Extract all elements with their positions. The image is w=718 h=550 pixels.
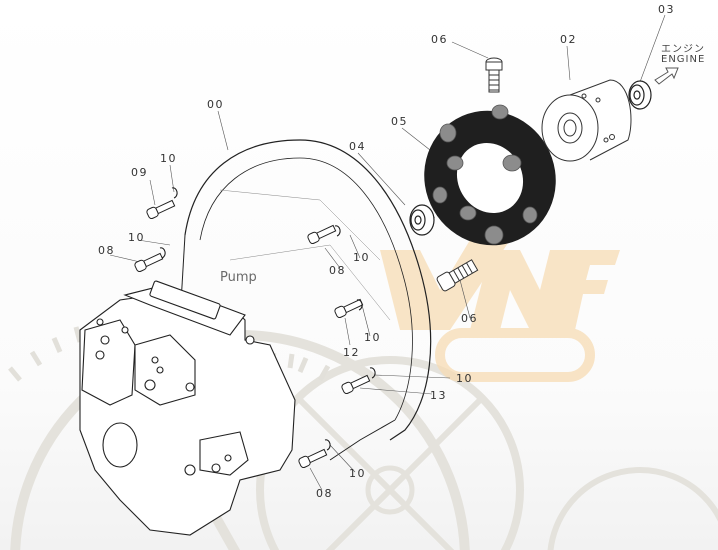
engine-direction-jp: エンジン (661, 44, 705, 55)
callout-13: 13 (430, 389, 447, 402)
engine-arrow-icon (654, 67, 679, 85)
bolt-06-top (485, 57, 503, 93)
bolt-13 (341, 374, 371, 395)
bolt-06-lower (436, 259, 479, 292)
plate-03 (628, 80, 652, 110)
callout-00: 00 (207, 98, 224, 111)
callout-10-b: 10 (128, 231, 145, 244)
callout-02: 02 (560, 33, 577, 46)
bolt-08-mid (307, 224, 337, 245)
callout-10-e: 10 (456, 372, 473, 385)
bolts (134, 199, 371, 469)
bolt-08-bottom (298, 448, 328, 469)
pump-label: Pump (220, 270, 257, 285)
callout-10-a: 10 (160, 152, 177, 165)
coupling-hub-02 (541, 79, 632, 162)
callout-10-c: 10 (353, 251, 370, 264)
callout-09: 09 (131, 166, 148, 179)
bolt-08-left (134, 252, 164, 273)
callout-08-a: 08 (98, 244, 115, 257)
callout-03: 03 (658, 3, 675, 16)
callout-10-f: 10 (349, 467, 366, 480)
hydraulic-pump (79, 280, 296, 536)
callout-06-lower: 06 (461, 312, 478, 325)
rubber-coupling-05 (424, 104, 556, 246)
callout-05: 05 (391, 115, 408, 128)
hub-plate-04 (409, 204, 435, 236)
callout-08-b: 08 (329, 264, 346, 277)
bolt-09 (146, 199, 176, 220)
callout-10-d: 10 (364, 331, 381, 344)
callout-06-top: 06 (431, 33, 448, 46)
callout-04: 04 (349, 140, 366, 153)
bolt-12 (334, 298, 364, 319)
engine-direction-en: ENGINE (661, 54, 706, 65)
washers (159, 187, 376, 451)
callout-12: 12 (343, 346, 360, 359)
callout-08-c: 08 (316, 487, 333, 500)
